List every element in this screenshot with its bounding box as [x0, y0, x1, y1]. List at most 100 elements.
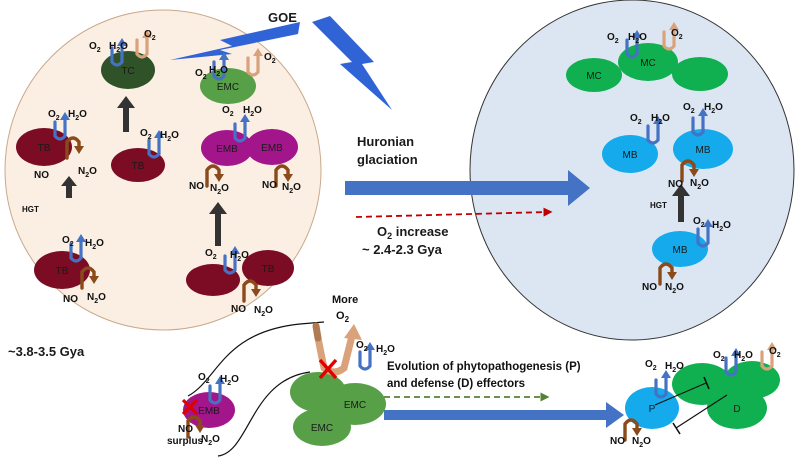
no-reductase-mb-bottom: [658, 262, 677, 286]
o2-receptor-emc: [212, 52, 229, 81]
h2o-label-tb-left: H2O: [68, 109, 87, 122]
more-label: More: [332, 294, 358, 306]
o2-receptor-tc-light: [135, 30, 152, 59]
cell-mc-left: MC: [566, 58, 622, 92]
more-o2-label: O2: [336, 310, 350, 324]
o2-receptor-emb: [233, 114, 250, 143]
huronian-label-line1: Huronian: [357, 134, 414, 149]
early-date-label: ~3.8-3.5 Gya: [8, 344, 85, 359]
o2-label-mc-light: O2: [671, 28, 683, 41]
connector-curve-upper: [187, 321, 325, 397]
n2o-label-tb-left: N2O: [78, 166, 97, 179]
huronian-label-line2: glaciation: [357, 152, 418, 167]
n2o-label-bottom-right: N2O: [254, 305, 273, 318]
o2-receptor-mb-pathogen: [654, 370, 671, 399]
o2-label-tb-left: O2: [48, 109, 60, 122]
o2-receptor-mb-left: [646, 116, 663, 145]
o2-increase-label: O2 increase: [377, 224, 449, 241]
no-reductase-bottom-right: [242, 279, 261, 303]
o2-label-mb-right: O2: [683, 102, 695, 115]
no-reductase-mb-right: [680, 159, 699, 183]
evolution-label-line2: and defense (D) effectors: [387, 378, 525, 390]
h2o-label-tb-bottom-left: H2O: [85, 238, 104, 251]
effector-interactions: [654, 376, 728, 435]
h2o-label-tc: H2O: [109, 41, 128, 54]
o2-receptor-tb-bottom-left: [69, 234, 86, 263]
o2-label-mc: O2: [607, 32, 619, 45]
cell-mc-host-defense-label: D: [733, 404, 740, 415]
h2o-label-mb-right: H2O: [704, 102, 723, 115]
lightning-bolt-left-icon: [170, 22, 300, 60]
cell-tb-bottom-right: TB: [242, 250, 294, 286]
cell-emc-bottom-lower: EMC: [293, 408, 351, 446]
cell-bottom-right-blank: [186, 264, 240, 296]
n2o-label-mb-bottom: N2O: [665, 282, 684, 295]
connector-curve-lower: [217, 371, 311, 457]
o2-receptor-mc-host-light: [760, 342, 777, 371]
h2o-label-tb-mid: H2O: [160, 130, 179, 143]
o2-label-tb-mid: O2: [140, 128, 152, 141]
effector-evolution-arrow: [384, 402, 624, 428]
cell-emc-bottom-right-label: EMC: [344, 400, 366, 411]
o2-label-mc-host-light: O2: [769, 346, 781, 359]
cell-tc: TC: [101, 51, 155, 89]
n2o-label-tb-bottom-left: N2O: [87, 292, 106, 305]
o2-label-mb-left: O2: [630, 113, 642, 126]
cell-tc-label: TC: [121, 66, 134, 77]
h2o-label-bottom-right: H2O: [230, 250, 249, 263]
o2-receptor-tb-mid: [147, 130, 164, 159]
lightning-bolt-right-icon: [312, 16, 392, 110]
o2-receptor-mc-host: [724, 348, 741, 377]
o2-increase-arrow: [355, 207, 553, 218]
n2o-label-emb-center: N2O: [210, 183, 229, 196]
goe-label: GOE: [268, 10, 297, 25]
h2o-label-emc-bottom: H2O: [376, 344, 395, 357]
o2-receptor-emc-light: [246, 48, 263, 77]
h2o-label-mb-pathogen: H2O: [665, 361, 684, 374]
no-label-tb-bottom-left: NO: [63, 294, 78, 305]
no-surplus-label: surplus: [167, 436, 204, 447]
o2-label-mb-pathogen: O2: [645, 359, 657, 372]
cell-mc-center-label: MC: [640, 58, 656, 69]
o2-receptor-tc: [110, 38, 127, 67]
cell-mb-pathogen-label: P: [649, 404, 656, 415]
h2o-label-mb-left: H2O: [651, 113, 670, 126]
evolution-label-line1: Evolution of phytopathogenesis (P): [387, 361, 581, 373]
hgt-label-left: HGT: [22, 205, 39, 214]
o2-receptor-emc-bottom-large: [312, 322, 362, 376]
no-label-tb-left: NO: [34, 170, 49, 181]
cell-mb-bottom-label: MB: [673, 245, 688, 256]
no-label-emb-bottom: NO: [178, 424, 193, 435]
o2-increase-dates: ~ 2.4-2.3 Gya: [362, 242, 443, 257]
cell-emb-right-label: EMB: [261, 143, 283, 154]
cell-tb-left-label: TB: [38, 143, 51, 154]
h2o-label-emb: H2O: [243, 105, 262, 118]
tb-to-tc-arrow: [117, 96, 135, 132]
cell-mb-right: MB: [673, 129, 733, 169]
cell-emb-center: EMB: [201, 130, 253, 166]
no-reductase-emb-bottom: [186, 415, 205, 439]
hgt-arrow-left: [61, 176, 77, 198]
o2-receptor-mc-light: [662, 22, 679, 51]
blocked-no-reductase-icon: [181, 398, 199, 416]
hgt-arrow-right: [672, 184, 690, 222]
o2-label-mc-host: O2: [713, 350, 725, 363]
o2-receptor-emb-bottom: [208, 376, 225, 405]
no-label-mb-right: NO: [668, 179, 683, 190]
o2-receptor-mb-right: [691, 108, 708, 137]
o2-label-emc: O2: [195, 68, 207, 81]
o2-receptor-bottom-right: [223, 246, 240, 275]
cell-tb-bottom-left-label: TB: [56, 266, 69, 277]
blocked-o2-reductase-icon: [318, 358, 338, 380]
o2-label-emb-bottom: O2: [198, 372, 210, 385]
n2o-label-mb-right: N2O: [690, 178, 709, 191]
cell-emc-bottom-lower-label: EMC: [311, 423, 333, 434]
h2o-label-mc: H2O: [628, 32, 647, 45]
o2-label-tc: O2: [89, 41, 101, 54]
cell-mb-bottom: MB: [652, 231, 708, 267]
o2-label-mb-bottom: O2: [693, 216, 705, 229]
